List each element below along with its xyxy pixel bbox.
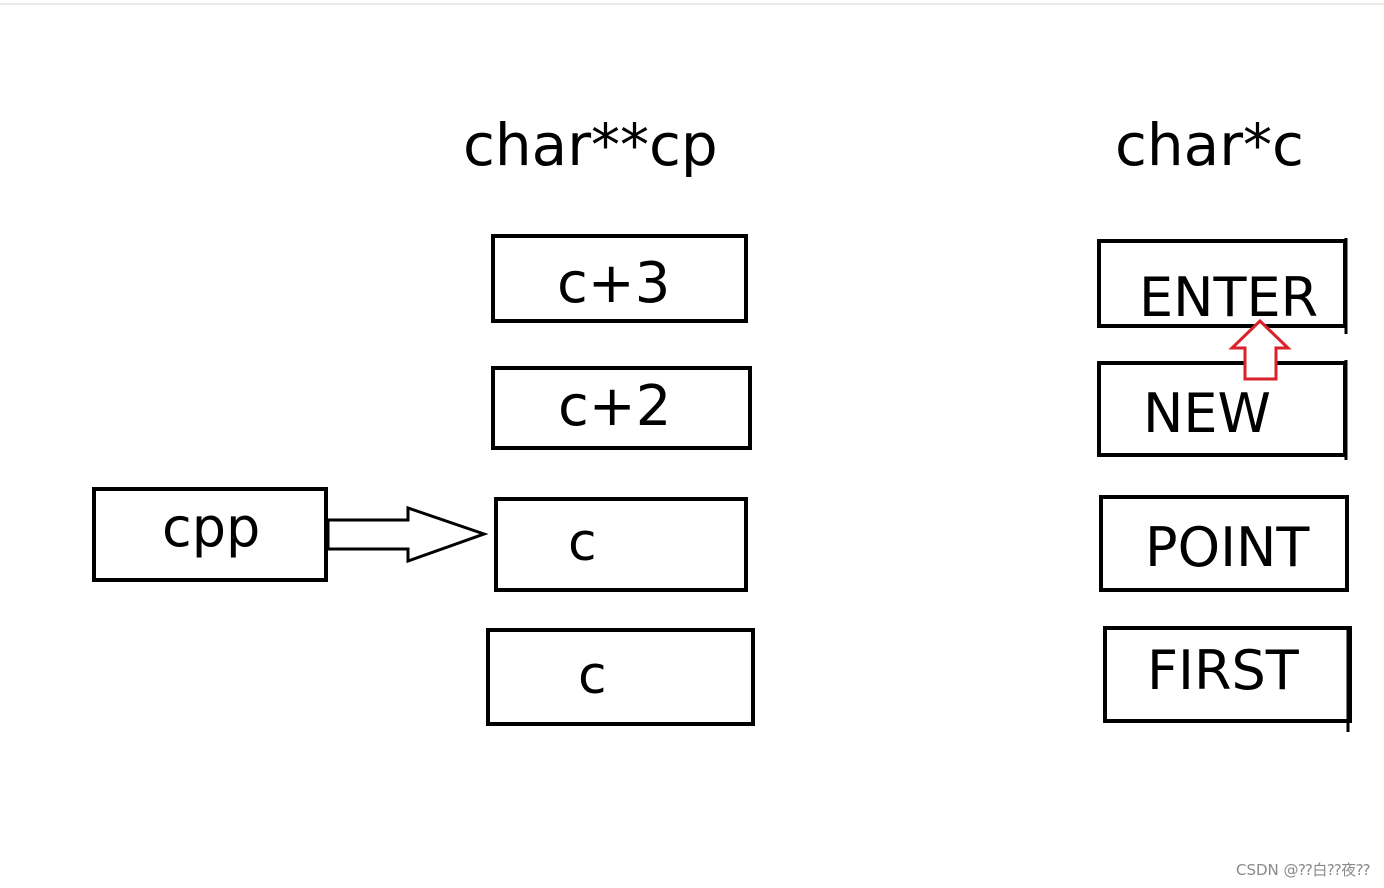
c-cell-new-label: NEW bbox=[1143, 382, 1271, 445]
cp-cell-0-label: c bbox=[578, 646, 607, 706]
top-divider bbox=[0, 3, 1384, 5]
c-cell-first-label: FIRST bbox=[1147, 639, 1299, 702]
c-cell-enter: ENTER bbox=[1097, 239, 1347, 328]
cp-cell-3: c+3 bbox=[491, 234, 748, 323]
c-cell-point: POINT bbox=[1099, 495, 1349, 592]
c-cell-point-label: POINT bbox=[1145, 516, 1310, 579]
watermark: CSDN @⁇白⁇夜⁇ bbox=[1235, 861, 1370, 879]
c-cell-first: FIRST bbox=[1103, 626, 1352, 723]
cpp-box: cpp bbox=[92, 487, 328, 582]
cp-cell-0: c bbox=[486, 628, 755, 726]
c-cell-new: NEW bbox=[1097, 361, 1347, 457]
cp-cell-1: c bbox=[494, 497, 748, 592]
heading-c: char*c bbox=[1115, 111, 1304, 179]
cp-cell-2: c+2 bbox=[491, 366, 752, 450]
heading-cp: char**cp bbox=[463, 111, 718, 179]
cpp-label: cpp bbox=[162, 496, 261, 559]
red-up-arrow bbox=[1228, 318, 1292, 381]
c-cell-enter-label: ENTER bbox=[1139, 266, 1319, 329]
cp-cell-1-label: c bbox=[568, 513, 597, 573]
cp-cell-3-label: c+3 bbox=[557, 251, 671, 316]
cp-cell-2-label: c+2 bbox=[558, 374, 672, 439]
cpp-to-c-arrow bbox=[326, 505, 489, 564]
